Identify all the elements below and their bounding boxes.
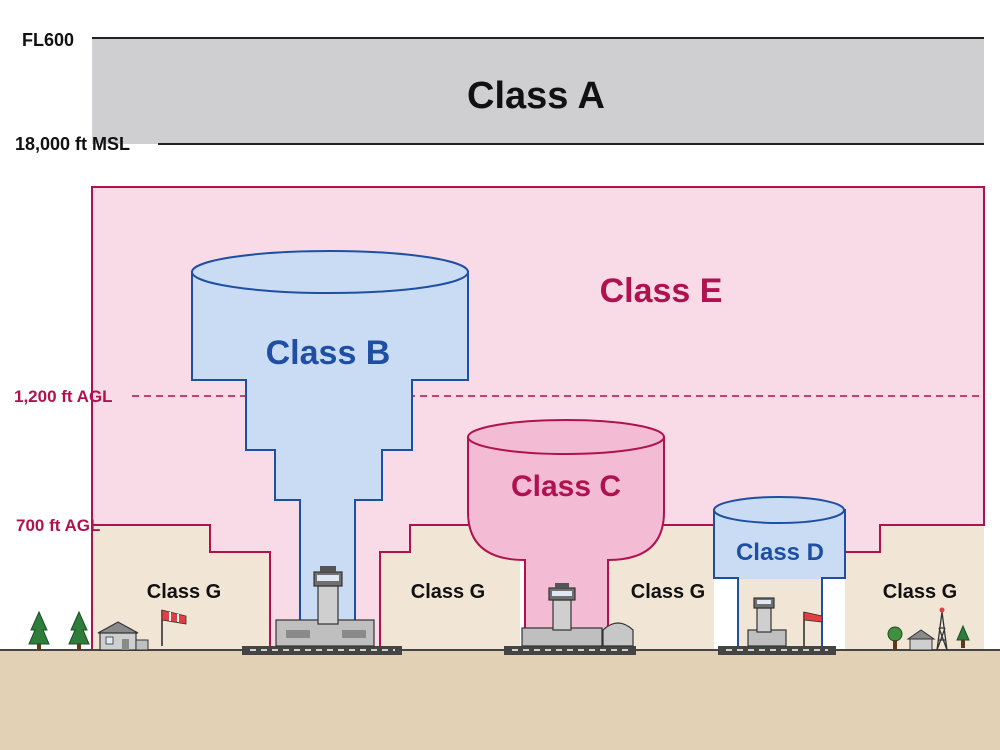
control-tower-icon bbox=[753, 597, 775, 633]
tree-icon bbox=[887, 626, 903, 650]
class-a-band bbox=[92, 38, 984, 144]
windsock-icon bbox=[161, 609, 187, 646]
class-e-label: Class E bbox=[600, 272, 723, 310]
msl18000-label: 18,000 ft MSL bbox=[15, 134, 130, 154]
class-g-boundary-2 bbox=[379, 524, 520, 650]
class-g-label-2: Class G bbox=[411, 581, 485, 603]
agl1200-label: 1,200 ft AGL bbox=[14, 387, 113, 406]
house-icon bbox=[906, 629, 936, 651]
class-g-region-2 bbox=[380, 525, 520, 650]
tree-icon bbox=[28, 610, 50, 650]
airport-class-b bbox=[242, 566, 402, 655]
hangar-icon bbox=[602, 622, 634, 647]
class-d-top bbox=[713, 496, 845, 524]
house-icon bbox=[97, 621, 149, 651]
class-g-region-4 bbox=[845, 525, 984, 650]
agl700-label: 700 ft AGL bbox=[16, 516, 100, 535]
class-g-label-4: Class G bbox=[883, 581, 957, 603]
class-d-inner-walls bbox=[737, 578, 823, 650]
airport-class-c bbox=[504, 583, 636, 655]
class-c-label: Class C bbox=[511, 470, 621, 503]
class-b-label: Class B bbox=[266, 334, 391, 372]
airport-class-d bbox=[718, 597, 836, 655]
control-tower-icon bbox=[548, 583, 576, 631]
radio-tower-icon bbox=[936, 607, 948, 651]
class-b-top bbox=[191, 250, 469, 294]
ground bbox=[0, 650, 1000, 750]
control-tower-icon bbox=[313, 566, 343, 625]
tree-icon bbox=[68, 610, 90, 650]
class-d-label: Class D bbox=[736, 539, 824, 566]
class-g-label-1: Class G bbox=[147, 581, 221, 603]
tree-icon bbox=[956, 624, 970, 648]
windsock-icon bbox=[803, 611, 823, 646]
fl600-label: FL600 bbox=[22, 30, 74, 50]
class-c-top bbox=[467, 419, 665, 455]
class-g-label-3: Class G bbox=[631, 581, 705, 603]
class-a-label: Class A bbox=[467, 75, 605, 117]
runway-d bbox=[718, 646, 836, 655]
